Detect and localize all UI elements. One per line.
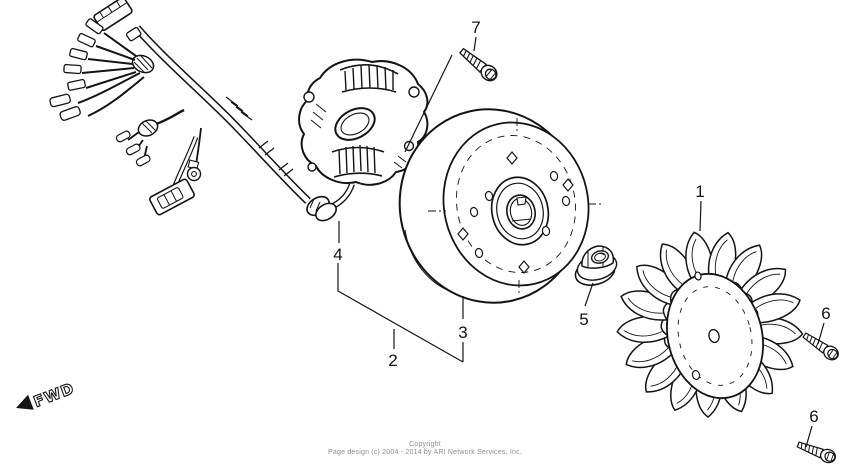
callout-6b[interactable]: 6 — [809, 407, 818, 426]
leader-line-1 — [699, 200, 702, 232]
fan-flywheel — [615, 229, 805, 419]
leader-bracket-2-3-4 — [337, 221, 464, 363]
rotor-hub — [490, 176, 550, 246]
callout-3[interactable]: 3 — [458, 323, 467, 342]
stator-hatching — [310, 103, 327, 129]
rotor-flywheel — [398, 108, 604, 304]
stator-mount-hole — [408, 86, 420, 98]
cable-grommet — [306, 195, 337, 222]
cable-bands — [258, 140, 294, 177]
leader-line-7-diagonal — [404, 54, 453, 153]
stator-mount-hole — [307, 162, 317, 172]
flange-bolt-7 — [456, 44, 501, 85]
rotor-face-holes — [457, 151, 574, 274]
ring-terminal — [186, 127, 202, 182]
callout-6a[interactable]: 6 — [821, 304, 830, 323]
fan-disc-hole — [708, 328, 720, 344]
footer-copyright: Copyright Page design (c) 2004 - 2014 by… — [0, 441, 850, 457]
leader-line-5 — [584, 282, 594, 307]
rect-connector — [149, 136, 199, 216]
fan-disc-hole — [691, 369, 701, 381]
footer-line2: Page design (c) 2004 - 2014 by ARI Netwo… — [328, 449, 522, 456]
footer-line1: Copyright — [409, 441, 441, 448]
fwd-marker: FWD — [16, 378, 77, 412]
leader-line-6b — [805, 425, 813, 448]
stator-coil-bottom — [331, 144, 385, 178]
stator-mount-hole — [303, 91, 315, 103]
spade-terminals — [49, 18, 145, 121]
leader-line-6a — [817, 322, 825, 345]
leader-lines — [337, 36, 825, 448]
fwd-label: FWD — [31, 379, 77, 411]
rotor-keyway — [516, 196, 527, 206]
cable-tape-wrap — [225, 96, 253, 121]
stator-coil-top — [339, 64, 399, 93]
rotor-rim-depth-line — [404, 229, 453, 293]
leader-line-7 — [473, 36, 477, 52]
fan-disc-hole — [694, 271, 702, 281]
connector-stub — [125, 26, 142, 42]
callout-2[interactable]: 2 — [388, 351, 397, 370]
rotor-face-dashed-ring — [456, 135, 576, 273]
wire-harness — [49, 0, 311, 216]
flange-nut — [574, 245, 618, 286]
bullet-connector-cluster — [115, 108, 185, 167]
callout-1[interactable]: 1 — [695, 182, 704, 201]
stator-assembly — [298, 58, 429, 222]
fwd-arrow-icon — [16, 394, 34, 410]
callout-4[interactable]: 4 — [333, 245, 342, 264]
callout-5[interactable]: 5 — [579, 310, 588, 329]
callout-7[interactable]: 7 — [471, 18, 480, 37]
rotor-centerlines — [428, 118, 604, 296]
